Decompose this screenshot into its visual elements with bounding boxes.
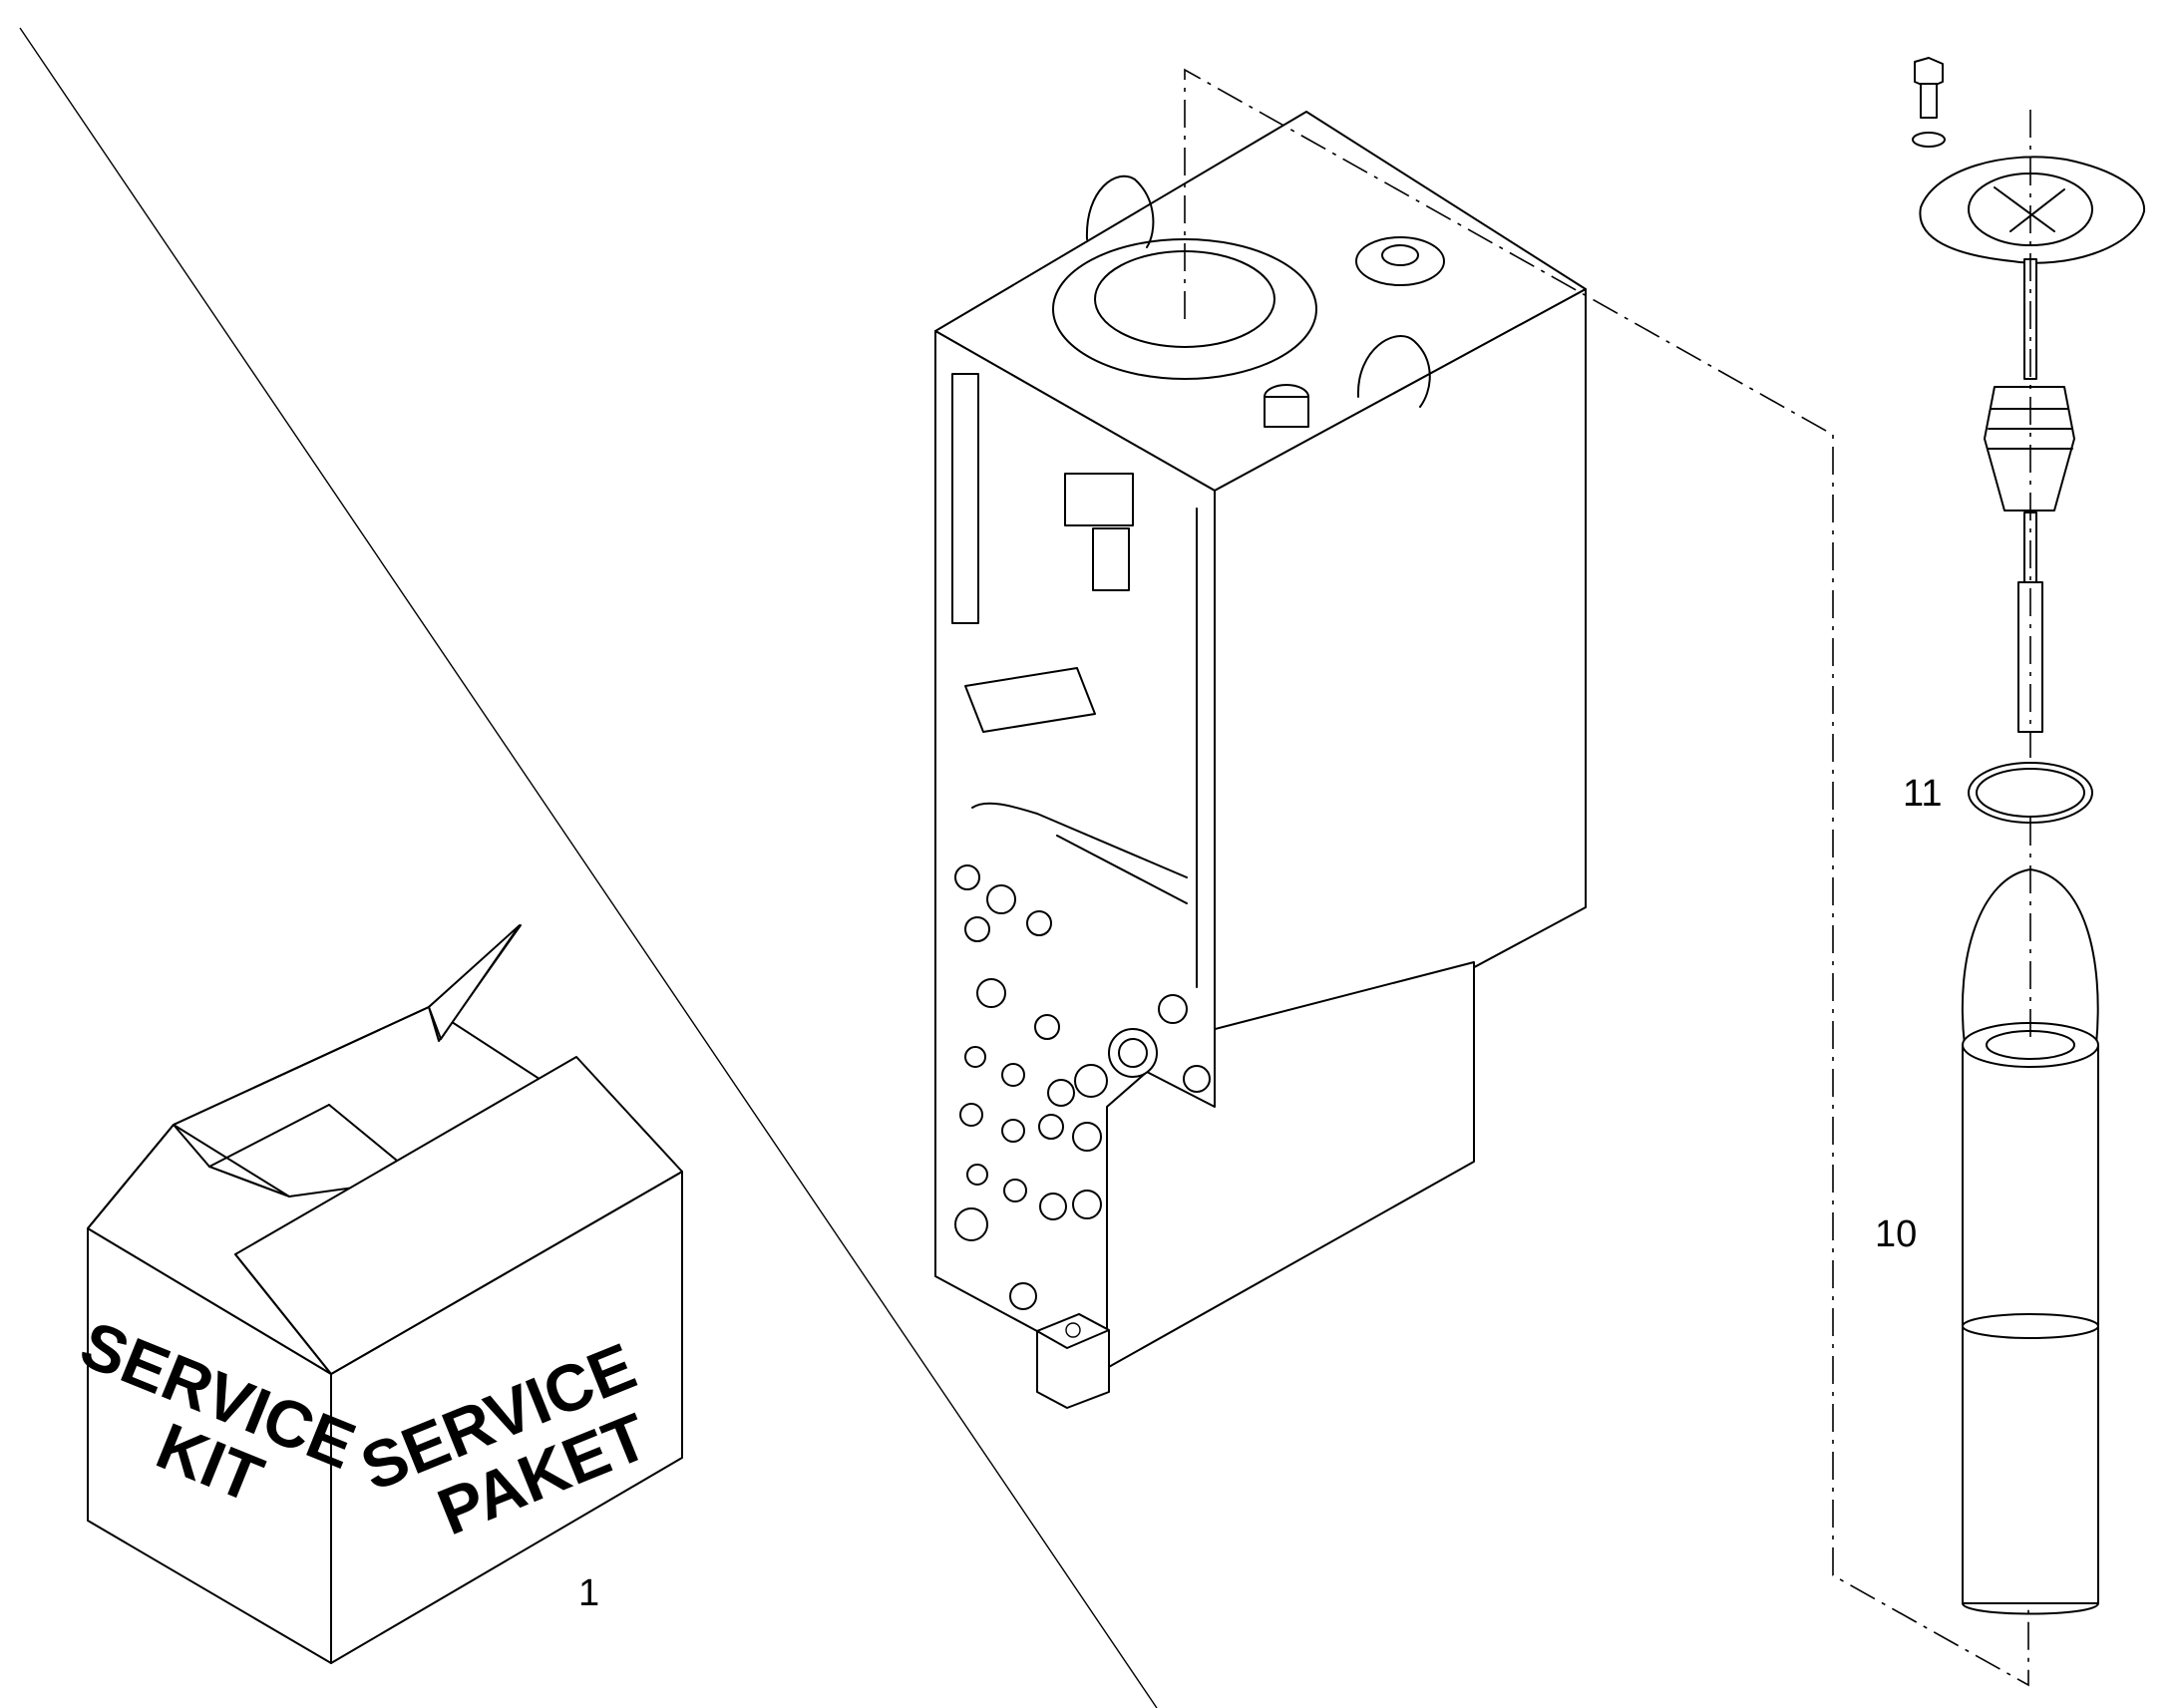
tank-fittings	[954, 864, 1211, 1310]
hydraulic-tank-icon	[934, 111, 1587, 1409]
callout-11: 11	[1903, 773, 1942, 815]
filter-element-icon	[1961, 818, 2099, 1615]
filler-cap-assembly-icon	[1912, 57, 2146, 758]
separator-line	[19, 27, 1158, 1708]
callout-10: 10	[1875, 1213, 1917, 1255]
service-kit-box-icon	[87, 924, 683, 1664]
callout-1: 1	[578, 1572, 599, 1614]
o-ring-icon	[1968, 762, 2093, 824]
leader-cap-to-tank	[1184, 68, 2029, 1687]
